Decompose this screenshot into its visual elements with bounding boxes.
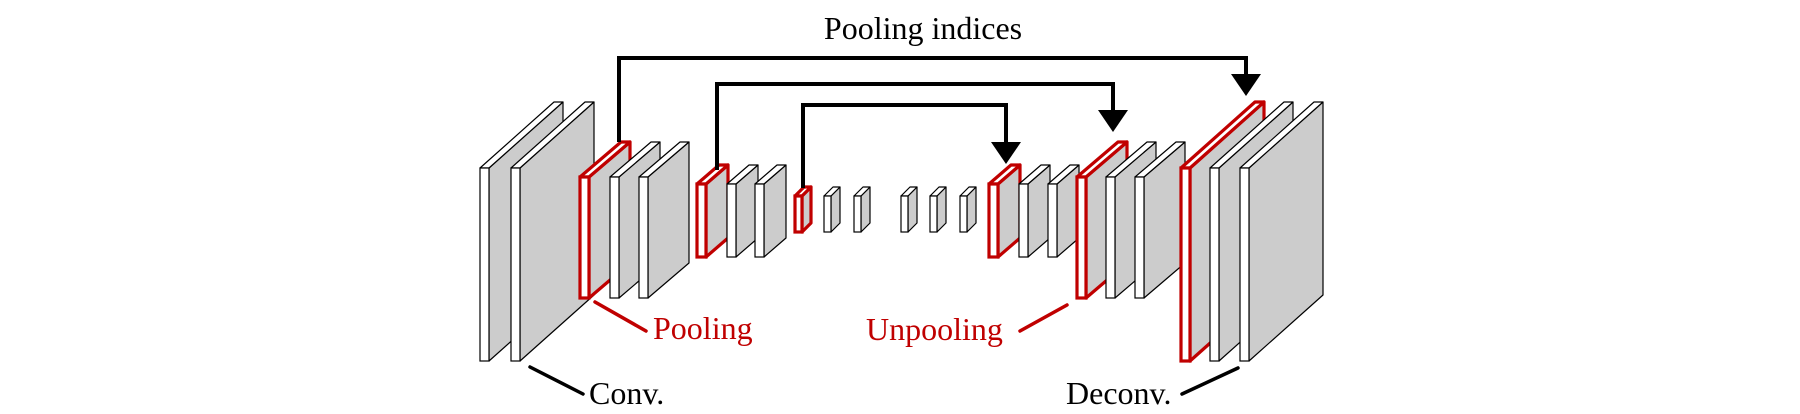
decoder-deconv-layer-1-front [900, 195, 909, 233]
pooling-leader-line [593, 300, 648, 333]
encoder-conv-layer-6-front [754, 183, 765, 258]
decoder-deconv-layer-4-front [1018, 183, 1029, 258]
decoder-deconv-layer-9-front [1239, 167, 1250, 362]
diagram-title: Pooling indices [824, 10, 1022, 46]
encoder-conv-layer-4 [638, 141, 690, 299]
decoder-unpool-layer-3-front [1179, 166, 1192, 363]
decoder-deconv-layer-3-front [959, 195, 968, 233]
encoder-conv-layer-6 [754, 164, 787, 258]
encoder-conv-layer-5 [726, 164, 759, 258]
decoder-deconv-layer-3 [959, 186, 977, 233]
decoder-deconv-layer-6-front [1105, 176, 1116, 299]
pooling-indices-connector-outer-arrowhead [1231, 74, 1261, 96]
encoder-pool-layer-1-front [578, 175, 591, 300]
decoder-deconv-layer-7-front [1134, 176, 1145, 299]
encoder-conv-layer-8-front [853, 195, 862, 233]
encoder-conv-layer-5-front [726, 183, 737, 258]
unpooling-leader-line [1018, 303, 1069, 333]
pooling-label: Pooling [653, 310, 753, 346]
encoder-conv-layer-7-front [823, 195, 832, 233]
deconv-label: Deconv. [1066, 375, 1171, 409]
encoder-conv-layer-2-front [510, 167, 521, 362]
pooling-indices-connector-outer-line [617, 56, 1248, 142]
pooling-indices-connector-middle [715, 82, 1128, 170]
encoder-pool-layer-2 [695, 163, 730, 259]
unpooling-label: Unpooling [866, 311, 1003, 347]
decoder-deconv-layer-4 [1018, 164, 1051, 258]
encoder-conv-layer-4-front [638, 176, 649, 299]
decoder-deconv-layer-5 [1047, 164, 1080, 258]
decoder-deconv-layer-2 [929, 186, 947, 233]
conv-label: Conv. [589, 375, 664, 409]
pooling-indices-connector-outer [617, 56, 1261, 142]
decoder-deconv-layer-8-front [1209, 167, 1220, 362]
encoder-conv-layer-1-front [479, 167, 490, 362]
encoder-pool-layer-3-front [793, 194, 804, 234]
decoder-unpool-layer-1 [987, 163, 1022, 259]
conv-leader-line [528, 365, 585, 396]
decoder-deconv-layer-9 [1239, 101, 1324, 362]
deconv-leader-line [1180, 366, 1240, 396]
decoder-deconv-layer-5-front [1047, 183, 1058, 258]
pooling-indices-connector-inner [801, 103, 1021, 188]
decoder-unpool-layer-1-front [987, 182, 1000, 259]
decoder-deconv-layer-1 [900, 186, 918, 233]
pooling-indices-connector-middle-line [715, 82, 1115, 170]
pooling-indices-connector-middle-arrowhead [1098, 110, 1128, 132]
encoder-conv-layer-7 [823, 186, 841, 233]
encoder-pool-layer-2-front [695, 182, 708, 259]
decoder-deconv-layer-2-front [929, 195, 938, 233]
encoder-conv-layer-8 [853, 186, 871, 233]
connectors-group [528, 56, 1261, 396]
layers-group [479, 100, 1324, 363]
encoder-conv-layer-2 [510, 101, 595, 362]
pooling-indices-connector-inner-arrowhead [991, 142, 1021, 164]
encoder-conv-layer-3-front [609, 176, 620, 299]
pooling-indices-connector-inner-line [801, 103, 1008, 188]
encoder-pool-layer-3 [793, 185, 813, 234]
decoder-unpool-layer-2-front [1075, 175, 1088, 300]
